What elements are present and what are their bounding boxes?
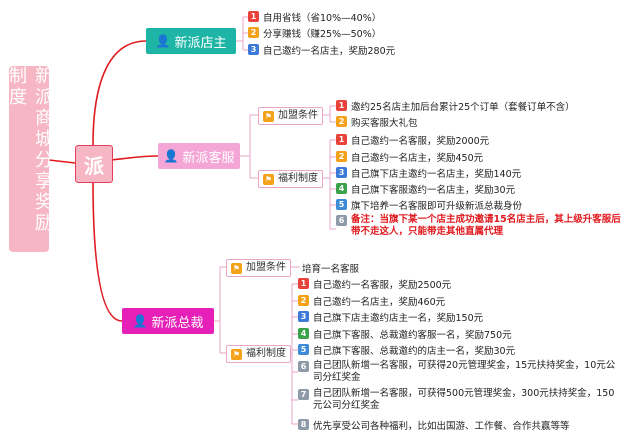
number-3-icon: 3 bbox=[298, 311, 309, 322]
number-2-icon: 2 bbox=[336, 116, 347, 127]
list-item: 5 旗下培养一名客服即可升级新派总裁身份 bbox=[336, 198, 522, 212]
number-4-icon: 4 bbox=[298, 328, 309, 339]
list-item: 2 自己邀约一名店主，奖励450元 bbox=[336, 150, 483, 164]
flag-icon: ⚑ bbox=[231, 262, 242, 274]
person-icon: 👤 bbox=[132, 314, 148, 328]
number-1-icon: 1 bbox=[248, 11, 259, 22]
person-icon: 👤 bbox=[155, 34, 171, 48]
number-1-icon: 1 bbox=[336, 100, 347, 111]
node-dianzhu: 👤 新派店主 bbox=[146, 28, 236, 54]
kefu-join-category: ⚑ 加盟条件 bbox=[258, 107, 323, 125]
number-8-icon: 8 bbox=[298, 419, 309, 430]
list-item: 5 自己旗下客服、总裁邀约的店主一名，奖励30元 bbox=[298, 343, 515, 357]
number-5-icon: 5 bbox=[336, 199, 347, 210]
number-2-icon: 2 bbox=[298, 295, 309, 306]
number-2-icon: 2 bbox=[248, 27, 259, 38]
number-6-icon: 6 bbox=[336, 215, 347, 226]
title-text: 新派商城分享奖励制度 bbox=[6, 66, 53, 234]
number-4-icon: 4 bbox=[336, 183, 347, 194]
flag-icon: ⚑ bbox=[263, 173, 274, 185]
center-node: 派 bbox=[75, 145, 113, 183]
zongcai-join-category: ⚑ 加盟条件 bbox=[226, 259, 291, 277]
list-item: 8 优先享受公司各种福利，比如出国游、工作餐、合作共赢等等 bbox=[298, 418, 570, 432]
number-3-icon: 3 bbox=[336, 167, 347, 178]
number-6-icon: 6 bbox=[298, 361, 309, 372]
list-item: 7 自己团队新增一名客服，可获得500元管理奖金，300元扶持奖金，150元公司… bbox=[298, 388, 623, 412]
number-1-icon: 1 bbox=[298, 278, 309, 289]
list-item: 1 邀约25名店主加后台累计25个订单（套餐订单不含） bbox=[336, 99, 575, 113]
zongcai-join-value: 培育一名客服 bbox=[302, 264, 360, 275]
person-icon: 👤 bbox=[163, 149, 179, 163]
number-5-icon: 5 bbox=[298, 344, 309, 355]
list-item-note: 6 备注：当旗下某一个店主成功邀请15名店主后，其上级升客服后带不走这人，只能带… bbox=[336, 214, 626, 238]
kefu-welfare-category: ⚑ 福利制度 bbox=[258, 170, 323, 188]
node-zongcai: 👤 新派总裁 bbox=[122, 308, 214, 334]
flag-icon: ⚑ bbox=[231, 348, 242, 360]
list-item: 6 自己团队新增一名客服，可获得20元管理奖金，15元扶持奖金，10元公司分红奖… bbox=[298, 360, 623, 384]
list-item: 3 自己邀约一名店主，奖励280元 bbox=[248, 43, 395, 57]
number-7-icon: 7 bbox=[298, 389, 309, 400]
node-zongcai-label: 新派总裁 bbox=[151, 315, 204, 331]
list-item: 1 自用省钱（省10%—40%） bbox=[248, 10, 381, 24]
list-item: 4 自己旗下客服、总裁邀约客服一名，奖励750元 bbox=[298, 327, 512, 341]
node-dianzhu-label: 新派店主 bbox=[174, 35, 227, 51]
number-2-icon: 2 bbox=[336, 151, 347, 162]
number-1-icon: 1 bbox=[336, 134, 347, 145]
node-kefu-label: 新派客服 bbox=[182, 150, 235, 166]
list-item: 3 自己旗下店主邀约一名店主，奖励140元 bbox=[336, 166, 521, 180]
number-3-icon: 3 bbox=[248, 44, 259, 55]
list-item: 2 购买客服大礼包 bbox=[336, 115, 418, 129]
list-item: 1 自己邀约一名客服，奖励2000元 bbox=[336, 133, 489, 147]
zongcai-welfare-category: ⚑ 福利制度 bbox=[226, 345, 291, 363]
list-item: 4 自己旗下客服邀约一名店主，奖励30元 bbox=[336, 182, 515, 196]
node-kefu: 👤 新派客服 bbox=[158, 143, 240, 169]
list-item: 2 分享赚钱（赚25%—50%） bbox=[248, 26, 381, 40]
list-item: 1 自己邀约一名客服，奖励2500元 bbox=[298, 277, 451, 291]
list-item: 3 自己旗下店主邀约店主一名，奖励150元 bbox=[298, 310, 483, 324]
title-box: 新派商城分享奖励制度 bbox=[6, 66, 53, 252]
flag-icon: ⚑ bbox=[263, 110, 274, 122]
list-item: 2 自己邀约一名店主，奖励460元 bbox=[298, 294, 445, 308]
